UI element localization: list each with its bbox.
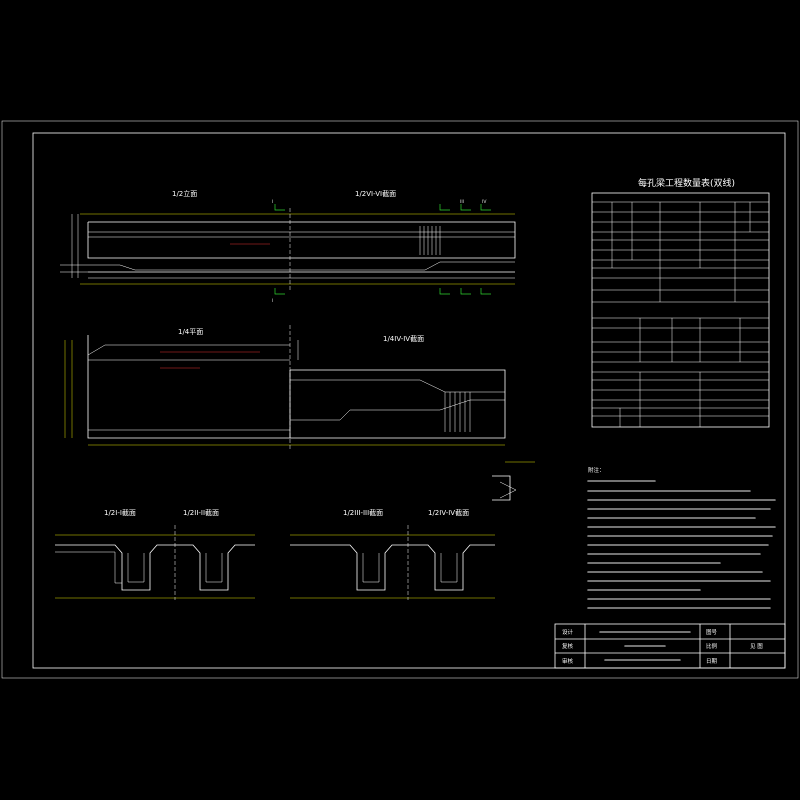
notes-heading: 附注： (588, 466, 605, 474)
title-block: 设计 复核 审核 图号 比例 日期 见 图 (554, 623, 786, 669)
mark-i-top: I (272, 199, 273, 205)
tb-review: 审核 (562, 657, 574, 665)
mark-i-bottom: I (272, 298, 273, 304)
tb-project-name-lines (599, 631, 691, 661)
inner-frame (32, 132, 786, 669)
elevation-view: 1/2立面 1/2VI-VI截面 (60, 189, 516, 304)
quantity-table: 每孔梁工程数量表(双线) (591, 177, 770, 428)
bearing-detail (492, 461, 535, 501)
title-section-iii: 1/2III-III截面 (343, 508, 383, 517)
mark-iii-top: III (460, 199, 464, 205)
mark-iv-top: IV (482, 199, 487, 205)
title-section-ii: 1/2II-II截面 (183, 508, 219, 517)
tb-drawing-no: 图号 (706, 628, 718, 636)
title-section-iv: 1/2IV-IV截面 (428, 508, 469, 517)
table-title: 每孔梁工程数量表(双线) (638, 177, 735, 189)
cross-sections: 1/2I-I截面 1/2II-II截面 1/2III-III截面 1/2IV-I… (55, 508, 495, 600)
plan-view: 1/4平面 1/4IV-IV截面 (64, 325, 506, 450)
outer-border (1, 120, 799, 679)
notes-block: 附注： (587, 466, 776, 609)
notes-text-lines (587, 480, 776, 609)
tb-scale: 比例 (706, 642, 718, 650)
title-quarter-section-iv: 1/4IV-IV截面 (383, 334, 424, 343)
title-half-elevation: 1/2立面 (172, 189, 197, 198)
tb-scale-value: 见 图 (750, 642, 763, 650)
title-section-i: 1/2I-I截面 (104, 508, 136, 517)
title-quarter-plan: 1/4平面 (178, 328, 203, 336)
tb-design: 设计 (562, 628, 574, 636)
tb-check: 复核 (562, 642, 574, 650)
tb-date: 日期 (706, 658, 718, 665)
title-section-vi: 1/2VI-VI截面 (355, 189, 396, 198)
